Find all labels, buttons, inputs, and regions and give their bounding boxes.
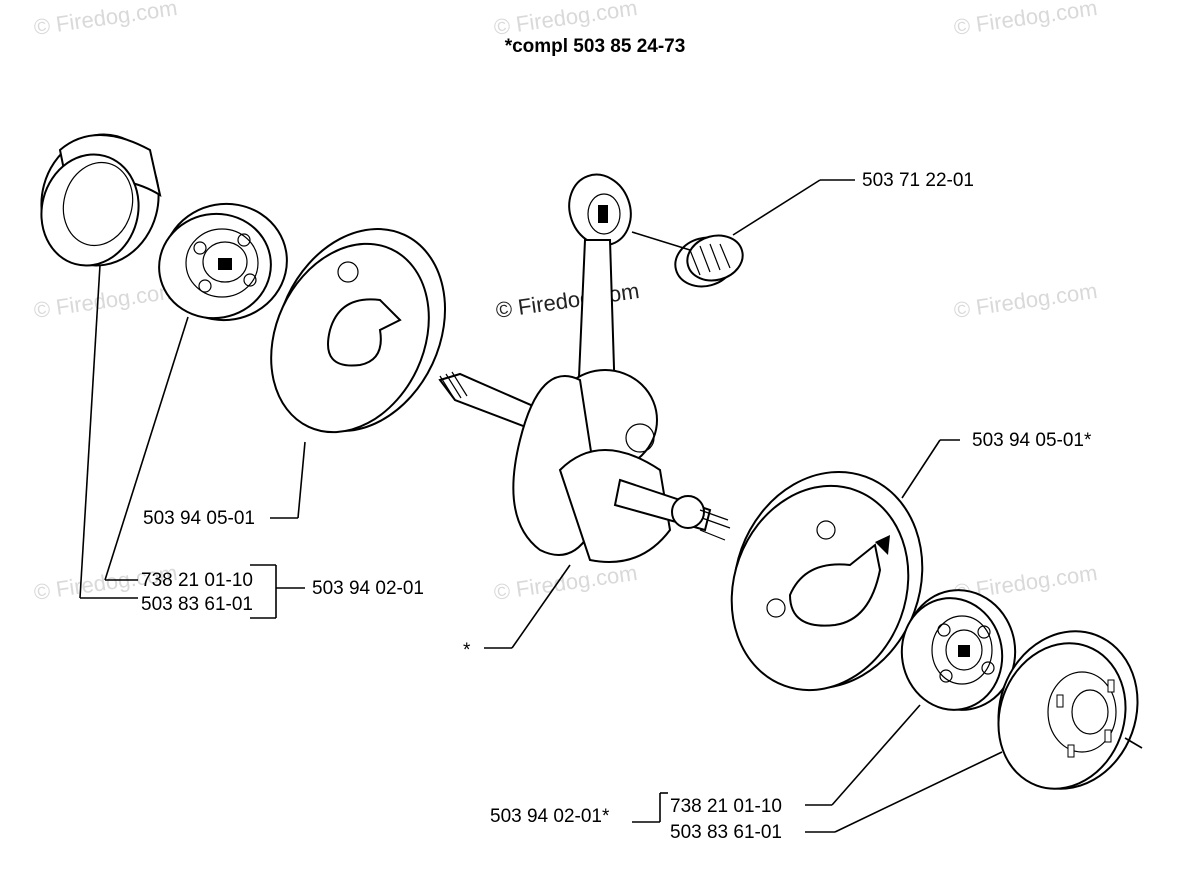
left-crank-half — [270, 228, 447, 434]
part-labels: 503 71 22-01 503 94 05-01 503 94 05-01* … — [141, 170, 1092, 843]
right-ball-bearing — [900, 589, 1017, 711]
label-left-bearing-b: 503 83 61-01 — [141, 594, 253, 615]
watermark: © Firedog.com — [952, 0, 1099, 40]
label-right-bearing-b: 503 83 61-01 — [670, 822, 782, 843]
left-ball-bearing — [158, 202, 288, 322]
needle-bearing — [674, 234, 744, 288]
diagram-title: *compl 503 85 24-73 — [505, 36, 686, 57]
connecting-rod — [552, 173, 658, 471]
label-left-crank-half: 503 94 05-01 — [143, 508, 255, 529]
label-right-crank-half: 503 94 05-01* — [972, 430, 1092, 451]
label-right-bearing-a: 738 21 01-10 — [670, 796, 782, 817]
watermark: © Firedog.com — [492, 560, 639, 605]
left-seal-ring — [40, 133, 162, 267]
watermark: © Firedog.com — [32, 278, 179, 323]
crankshaft — [438, 371, 731, 563]
label-left-kit: 503 94 02-01 — [312, 578, 424, 599]
label-right-kit: 503 94 02-01* — [490, 806, 610, 827]
right-crank-half — [730, 470, 924, 692]
label-left-bearing-a: 738 21 01-10 — [141, 570, 253, 591]
right-seal — [997, 630, 1139, 790]
watermark: © Firedog.com — [952, 278, 1099, 323]
watermark-dark: © Firedog.com — [494, 278, 641, 323]
watermark: © Firedog.com — [32, 0, 179, 40]
leader-lines — [79, 179, 1143, 833]
watermark: © Firedog.com — [492, 0, 639, 40]
label-needle-bearing: 503 71 22-01 — [862, 170, 974, 191]
label-crankshaft: * — [463, 640, 471, 661]
